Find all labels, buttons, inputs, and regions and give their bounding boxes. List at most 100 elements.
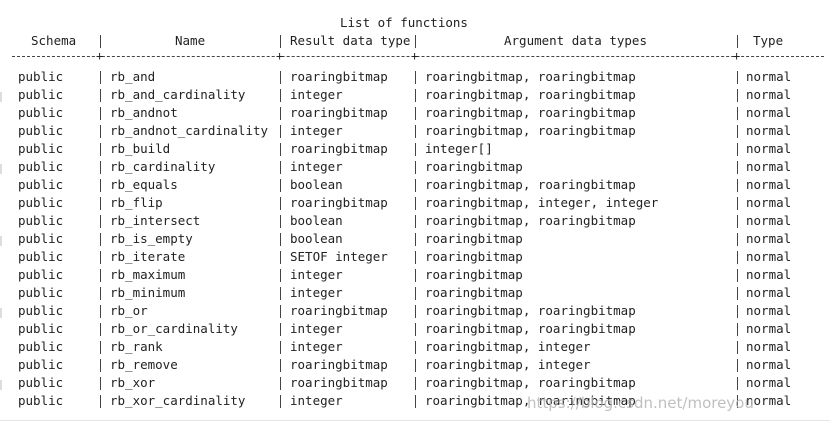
cell-type: normal [746,141,792,156]
cell-name: rb_remove [110,357,178,372]
cell-argument-types: roaringbitmap, integer [425,357,591,372]
cell-argument-types: roaringbitmap [425,267,523,282]
header-divider [737,35,738,48]
cell-argument-types: roaringbitmap, integer, integer [425,195,659,210]
column-divider [737,269,738,282]
column-divider [415,89,416,102]
column-divider [737,233,738,246]
cell-schema: public [18,123,64,138]
separator-joint: + [276,49,284,63]
cell-result-type: integer [290,285,343,300]
margin-marker [0,92,2,102]
table-title: List of functions [340,15,468,30]
column-divider [100,269,101,282]
cell-schema: public [18,195,64,210]
cell-result-type: boolean [290,213,343,228]
cell-argument-types: integer[] [425,141,493,156]
column-divider [280,197,281,210]
separator-joint: + [733,49,741,63]
cell-argument-types: roaringbitmap [425,285,523,300]
cell-schema: public [18,177,64,192]
column-divider [100,323,101,336]
cell-name: rb_or_cardinality [110,321,238,336]
header-type: Type [753,33,784,48]
cell-result-type: integer [290,321,343,336]
cell-name: rb_andnot [110,105,178,120]
cell-schema: public [18,285,64,300]
cell-schema: public [18,303,64,318]
cell-type: normal [746,321,792,336]
column-divider [415,125,416,138]
header-argument-types: Argument data types [504,33,647,48]
cell-type: normal [746,231,792,246]
column-divider [737,179,738,192]
margin-marker [0,308,2,318]
cell-name: rb_flip [110,195,163,210]
separator-joint: + [96,49,104,63]
column-divider [415,305,416,318]
column-divider [737,89,738,102]
column-divider [280,287,281,300]
cell-argument-types: roaringbitmap, roaringbitmap [425,87,636,102]
cell-type: normal [746,159,792,174]
column-divider [737,107,738,120]
cell-type: normal [746,249,792,264]
column-divider [100,107,101,120]
cell-schema: public [18,87,64,102]
column-divider [280,377,281,390]
cell-result-type: integer [290,87,343,102]
cell-name: rb_cardinality [110,159,216,174]
cell-result-type: SETOF integer [290,249,388,264]
cell-argument-types: roaringbitmap, roaringbitmap [425,213,636,228]
column-divider [737,143,738,156]
cell-result-type: integer [290,123,343,138]
column-divider [280,251,281,264]
cell-result-type: integer [290,393,343,408]
cell-result-type: roaringbitmap [290,375,388,390]
column-divider [280,125,281,138]
column-divider [100,161,101,174]
cell-type: normal [746,177,792,192]
cell-name: rb_build [110,141,171,156]
header-divider [280,35,281,48]
column-divider [415,395,416,408]
cell-type: normal [746,105,792,120]
cell-schema: public [18,339,64,354]
cell-result-type: integer [290,339,343,354]
column-divider [415,71,416,84]
header-separator [12,56,824,57]
cell-argument-types: roaringbitmap [425,249,523,264]
cell-schema: public [18,357,64,372]
cell-name: rb_equals [110,177,178,192]
column-divider [415,377,416,390]
column-divider [280,71,281,84]
header-name: Name [175,33,206,48]
column-divider [737,377,738,390]
cell-argument-types: roaringbitmap [425,231,523,246]
cell-argument-types: roaringbitmap, roaringbitmap [425,303,636,318]
cell-name: rb_andnot_cardinality [110,123,269,138]
column-divider [280,89,281,102]
cell-schema: public [18,321,64,336]
column-divider [415,107,416,120]
column-divider [737,323,738,336]
cell-schema: public [18,267,64,282]
cell-schema: public [18,105,64,120]
cell-name: rb_or [110,303,148,318]
cell-result-type: roaringbitmap [290,141,388,156]
column-divider [100,287,101,300]
cell-type: normal [746,339,792,354]
cell-type: normal [746,87,792,102]
